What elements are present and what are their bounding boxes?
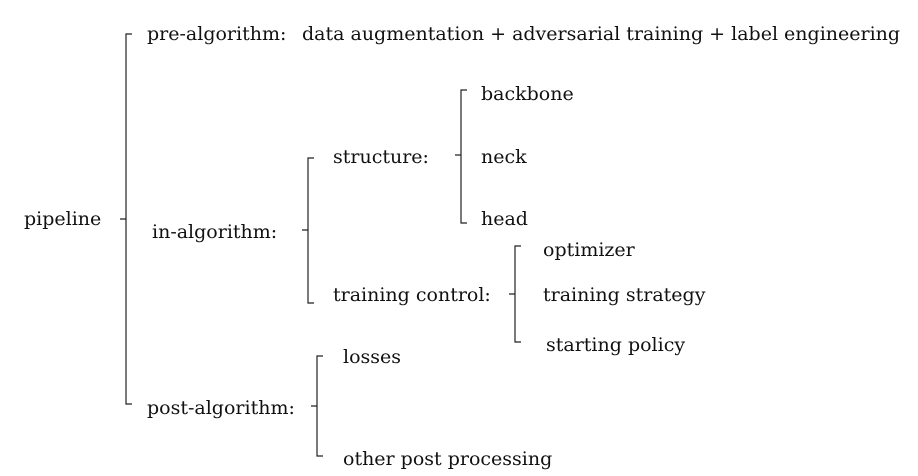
training-control-item-optimizer: optimizer xyxy=(543,239,635,261)
structure-bracket xyxy=(455,89,467,224)
training-control-item-starting-policy: starting policy xyxy=(546,334,686,356)
post-algorithm-label: post-algorithm: xyxy=(147,397,295,419)
training-control-item-training-strategy: training strategy xyxy=(543,284,706,306)
in-algorithm-label: in-algorithm: xyxy=(152,221,278,243)
post-algorithm-item-other-post-processing: other post processing xyxy=(343,448,553,470)
training-control-bracket xyxy=(509,245,521,343)
pipeline-bracket xyxy=(120,33,132,405)
structure-item-head: head xyxy=(481,208,528,230)
post-algorithm-item-losses: losses xyxy=(343,346,402,368)
pre-algorithm-detail: data augmentation + adversarial training… xyxy=(302,23,901,45)
training-control-label: training control: xyxy=(333,284,491,306)
in-algorithm-bracket xyxy=(302,157,314,304)
structure-label: structure: xyxy=(333,146,429,168)
pre-algorithm-label: pre-algorithm: xyxy=(147,23,287,45)
structure-item-neck: neck xyxy=(481,146,527,168)
structure-item-backbone: backbone xyxy=(481,83,574,105)
post-algorithm-bracket xyxy=(311,355,323,457)
root-label-pipeline: pipeline xyxy=(24,208,102,230)
